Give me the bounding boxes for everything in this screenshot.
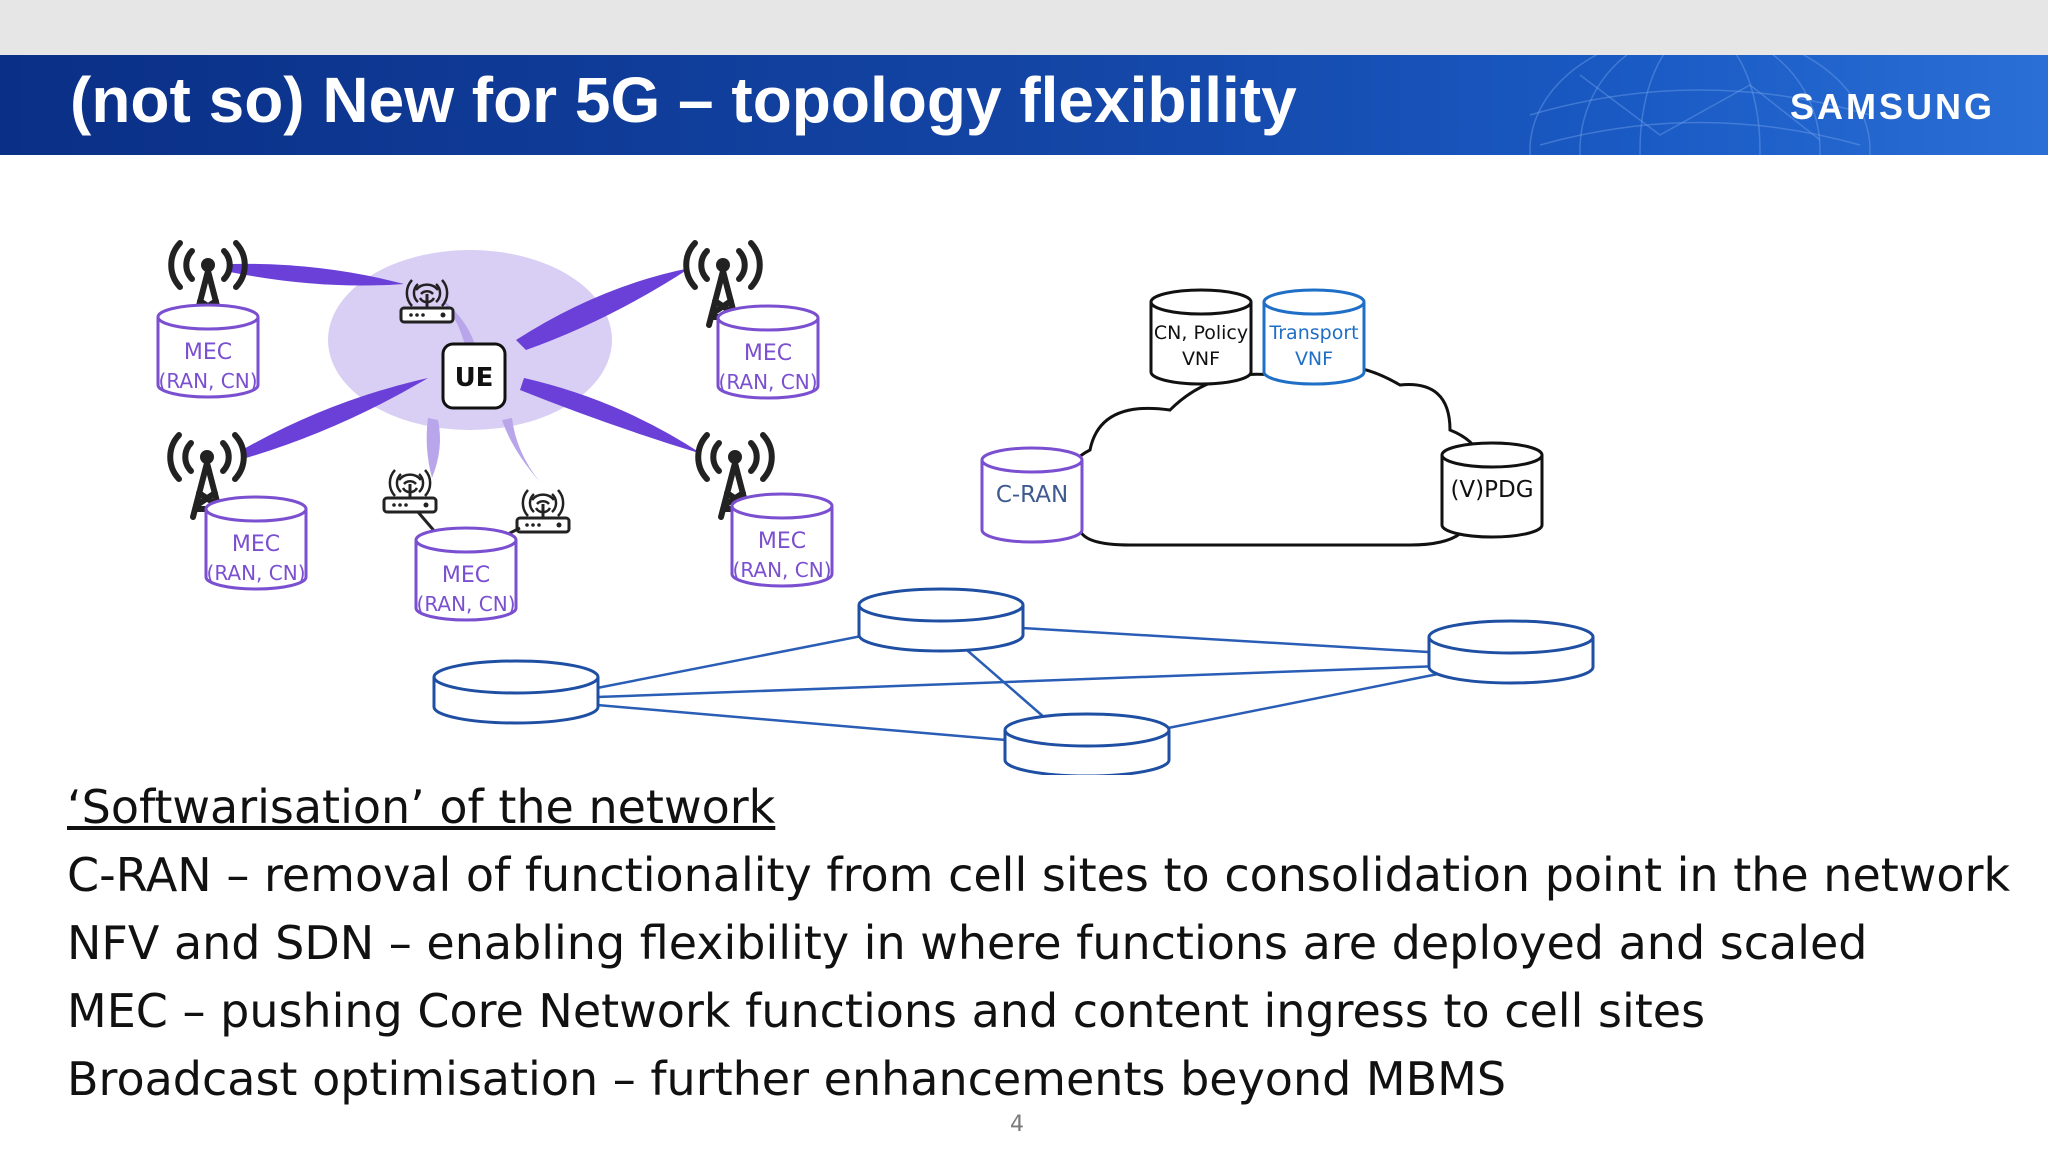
mec-label: MEC <box>184 340 232 365</box>
mec-label: MEC <box>744 341 792 366</box>
top-gray-bar <box>0 0 2048 55</box>
ue-device: UE <box>441 342 507 410</box>
transport-vnf-node: Transport VNF <box>1262 288 1366 386</box>
mec-sublabel: (RAN, CN) <box>417 592 516 616</box>
mec-label: MEC <box>758 529 806 554</box>
beam-light-bottom-left <box>426 418 440 478</box>
network-node <box>857 587 1025 653</box>
cran-node: C-RAN <box>980 446 1084 544</box>
mec-label: MEC <box>442 563 490 588</box>
globe-graphic <box>1529 55 1871 155</box>
bullet-nfv-sdn: NFV and SDN – enabling flexibility in wh… <box>67 916 1868 970</box>
beam-bottom-right <box>520 378 702 454</box>
mec-sublabel: (RAN, CN) <box>159 369 258 393</box>
network-node <box>1003 712 1171 775</box>
bullet-broadcast: Broadcast optimisation – further enhance… <box>67 1052 1507 1106</box>
transport-label: Transport <box>1268 322 1358 344</box>
mec-node: MEC (RAN, CN) <box>730 492 834 588</box>
mec-node: MEC (RAN, CN) <box>716 304 820 400</box>
bullet-mec: MEC – pushing Core Network functions and… <box>67 984 1706 1038</box>
network-node <box>1427 619 1595 685</box>
vpdg-node: (V)PDG <box>1440 441 1544 539</box>
network-links <box>596 626 1469 742</box>
bullet-list: ‘Softwarisation’ of the network C-RAN – … <box>67 773 2047 1113</box>
cloud-shape <box>1065 364 1483 547</box>
mec-node: MEC (RAN, CN) <box>156 303 260 399</box>
mec-sublabel: (RAN, CN) <box>719 370 818 394</box>
mec-node: MEC (RAN, CN) <box>204 495 308 591</box>
title-banner: (not so) New for 5G – topology flexibili… <box>0 55 2048 155</box>
network-node <box>432 659 600 725</box>
router-icon <box>515 488 571 534</box>
samsung-logo: SAMSUNG <box>1789 86 1995 127</box>
page-number: 4 <box>1010 1112 1024 1137</box>
mec-node: MEC (RAN, CN) <box>414 526 518 622</box>
ue-label: UE <box>455 363 494 393</box>
section-heading: ‘Softwarisation’ of the network <box>67 780 776 834</box>
vpdg-label: (V)PDG <box>1450 477 1533 503</box>
cn-policy-sublabel: VNF <box>1182 348 1220 370</box>
mec-label: MEC <box>232 532 280 557</box>
mec-sublabel: (RAN, CN) <box>207 561 306 585</box>
cn-policy-label: CN, Policy <box>1154 322 1248 344</box>
router-icon <box>382 468 438 514</box>
cran-label: C-RAN <box>996 482 1068 508</box>
cn-policy-vnf-node: CN, Policy VNF <box>1149 288 1253 386</box>
beam-top-left <box>230 263 404 286</box>
beam-bottom-left <box>242 378 428 458</box>
beam-top-right <box>516 268 690 350</box>
transport-sublabel: VNF <box>1295 348 1333 370</box>
beam-light-bottom-right <box>502 418 540 482</box>
mec-sublabel: (RAN, CN) <box>733 558 832 582</box>
topology-diagram: UE MEC (RAN, CN) MEC (RAN, CN) MEC (RAN,… <box>156 155 1595 775</box>
bullet-cran: C-RAN – removal of functionality from ce… <box>67 848 2011 902</box>
slide-title: (not so) New for 5G – topology flexibili… <box>70 64 1297 136</box>
